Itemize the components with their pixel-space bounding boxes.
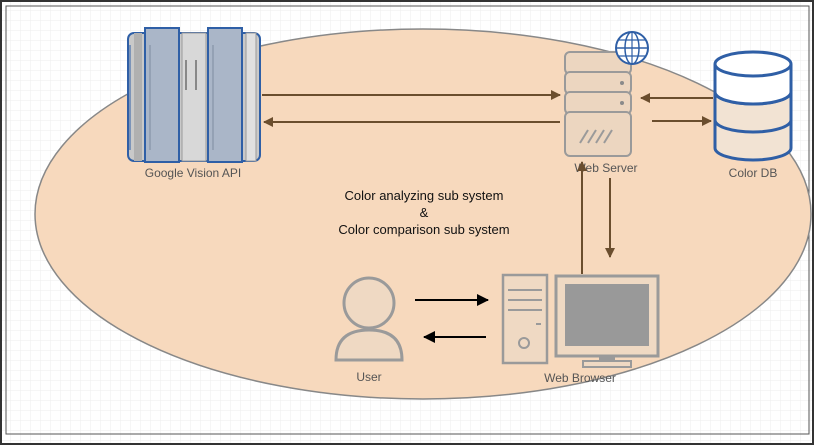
color-db-label: Color DB (729, 166, 778, 180)
web-server-label: Web Server (574, 161, 637, 175)
google-vision-api-icon (127, 27, 261, 163)
database-icon (713, 50, 793, 162)
subsystem-title-line1: Color analyzing sub system (345, 188, 504, 203)
web-browser-label: Web Browser (544, 371, 616, 385)
subsystem-title-line3: Color comparison sub system (338, 222, 509, 237)
web-server-icon (564, 51, 632, 157)
user-label: User (356, 370, 381, 384)
desktop-computer-icon (501, 273, 549, 365)
user-icon (334, 276, 404, 362)
google-vision-api-label: Google Vision API (145, 166, 242, 180)
globe-icon (615, 31, 649, 65)
subsystem-title-line2: & (420, 205, 429, 220)
monitor-icon (554, 274, 660, 368)
